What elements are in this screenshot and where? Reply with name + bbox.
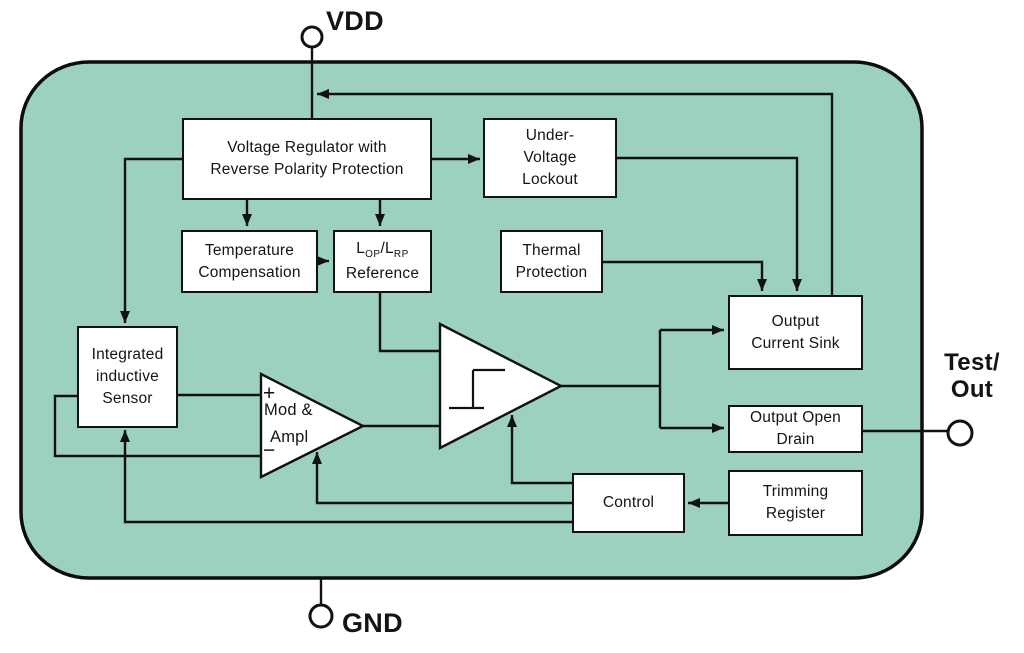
temperature-compensation-block: Temperature Compensation <box>181 230 318 293</box>
control-block: Control <box>572 473 685 533</box>
mod-ampl-plus-sign: + <box>263 382 276 405</box>
output-current-sink-block: Output Current Sink <box>728 295 863 370</box>
open-drain-label-line1: Output Open <box>750 409 841 426</box>
uvl-label-line1: Under- <box>525 127 575 144</box>
wire-control-to-modampl <box>312 452 572 505</box>
comparator-triangle <box>438 322 564 450</box>
mod-ampl-label-line2: Ampl <box>270 428 309 446</box>
lop-lrp-reference-block: LOP/LRP Reference <box>333 230 432 293</box>
temp-comp-label-line2: Compensation <box>198 263 301 281</box>
voltage-regulator-label-line1: Voltage Regulator with <box>227 139 387 156</box>
uvl-label-line3: Lockout <box>522 171 578 188</box>
vdd-pin-label: VDD <box>326 6 384 36</box>
sensor-label-line1: Integrated <box>91 346 164 363</box>
wire-control-to-comparator <box>507 415 572 485</box>
wire-uvl-to-sink <box>617 156 802 291</box>
test-out-label-line2: Out <box>950 375 994 403</box>
trimming-register-block: Trimming Register <box>728 470 863 536</box>
voltage-regulator-label-line2: Reverse Polarity Protection <box>210 161 404 178</box>
trimming-label-line1: Trimming <box>762 483 829 500</box>
voltage-regulator-block: Voltage Regulator with Reverse Polarity … <box>182 118 432 200</box>
gnd-pin-circle <box>308 603 334 629</box>
current-sink-label-line1: Output <box>771 312 820 330</box>
trimming-label-line2: Register <box>765 505 826 522</box>
sensor-label-line2: inductive <box>96 368 159 385</box>
reference-label-line1: LOP/LRP <box>356 240 409 261</box>
open-drain-label-line2: Drain <box>776 431 815 448</box>
wire-sink-to-vdd <box>317 89 834 296</box>
current-sink-label-line2: Current Sink <box>751 334 840 352</box>
wire-reference-to-comparator <box>378 293 440 353</box>
thermal-label-line2: Protection <box>515 263 588 281</box>
wire-sensor-loop-to-minus <box>53 394 260 458</box>
wire-thermal-to-sink <box>603 260 767 291</box>
test-out-pin-label: Test/ Out <box>930 349 1014 404</box>
mod-ampl-label-line1: Mod & <box>264 401 313 419</box>
sensor-label-line3: Sensor <box>102 390 153 407</box>
mod-ampl-triangle <box>259 372 366 479</box>
uvl-label-line2: Voltage <box>523 149 577 166</box>
wire-control-to-sensor <box>120 430 572 524</box>
thermal-protection-block: Thermal Protection <box>500 230 603 293</box>
under-voltage-lockout-block: Under- Voltage Lockout <box>483 118 617 198</box>
control-label: Control <box>602 494 655 511</box>
test-out-label-line1: Test/ <box>944 349 1000 376</box>
reference-label-line2: Reference <box>345 264 420 282</box>
integrated-inductive-sensor-block: Integrated inductive Sensor <box>77 326 178 428</box>
wire-regulator-to-sensor <box>120 157 183 323</box>
hysteresis-icon <box>449 368 505 410</box>
temp-comp-label-line1: Temperature <box>204 241 295 259</box>
mod-ampl-minus-sign: − <box>263 439 276 462</box>
gnd-pin-label: GND <box>342 608 403 638</box>
vdd-pin-circle <box>300 25 324 49</box>
output-open-drain-block: Output Open Drain <box>728 405 863 453</box>
test-out-pin-circle <box>946 419 974 447</box>
thermal-label-line1: Thermal <box>522 241 581 259</box>
